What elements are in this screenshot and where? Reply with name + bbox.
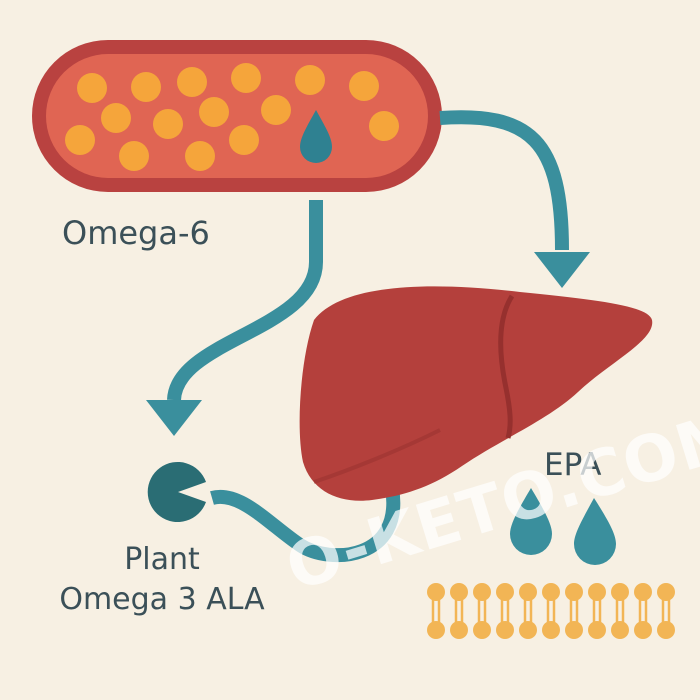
plant-label-line2: Omega 3 ALA bbox=[59, 582, 265, 617]
liver-icon bbox=[299, 286, 653, 501]
epa-label: EPA bbox=[544, 447, 602, 483]
oil-drop-icon bbox=[574, 498, 616, 565]
oil-drop-icon bbox=[510, 488, 552, 555]
pacman-icon bbox=[147, 462, 206, 523]
plant-label-line1: Plant bbox=[124, 542, 200, 577]
flow-arrows bbox=[167, 110, 569, 563]
fat-droplet-icon bbox=[65, 63, 399, 171]
oil-drop-icon bbox=[300, 110, 332, 163]
arrowhead-to-plant bbox=[146, 400, 202, 436]
arrowhead-to-liver bbox=[534, 252, 590, 288]
cell-membrane-icon bbox=[427, 583, 675, 639]
blood-vessel bbox=[32, 40, 442, 192]
epa-drops bbox=[510, 488, 616, 565]
omega6-label: Omega-6 bbox=[62, 214, 210, 252]
plant-omega3-ala-label: Plant Omega 3 ALA bbox=[42, 540, 282, 620]
